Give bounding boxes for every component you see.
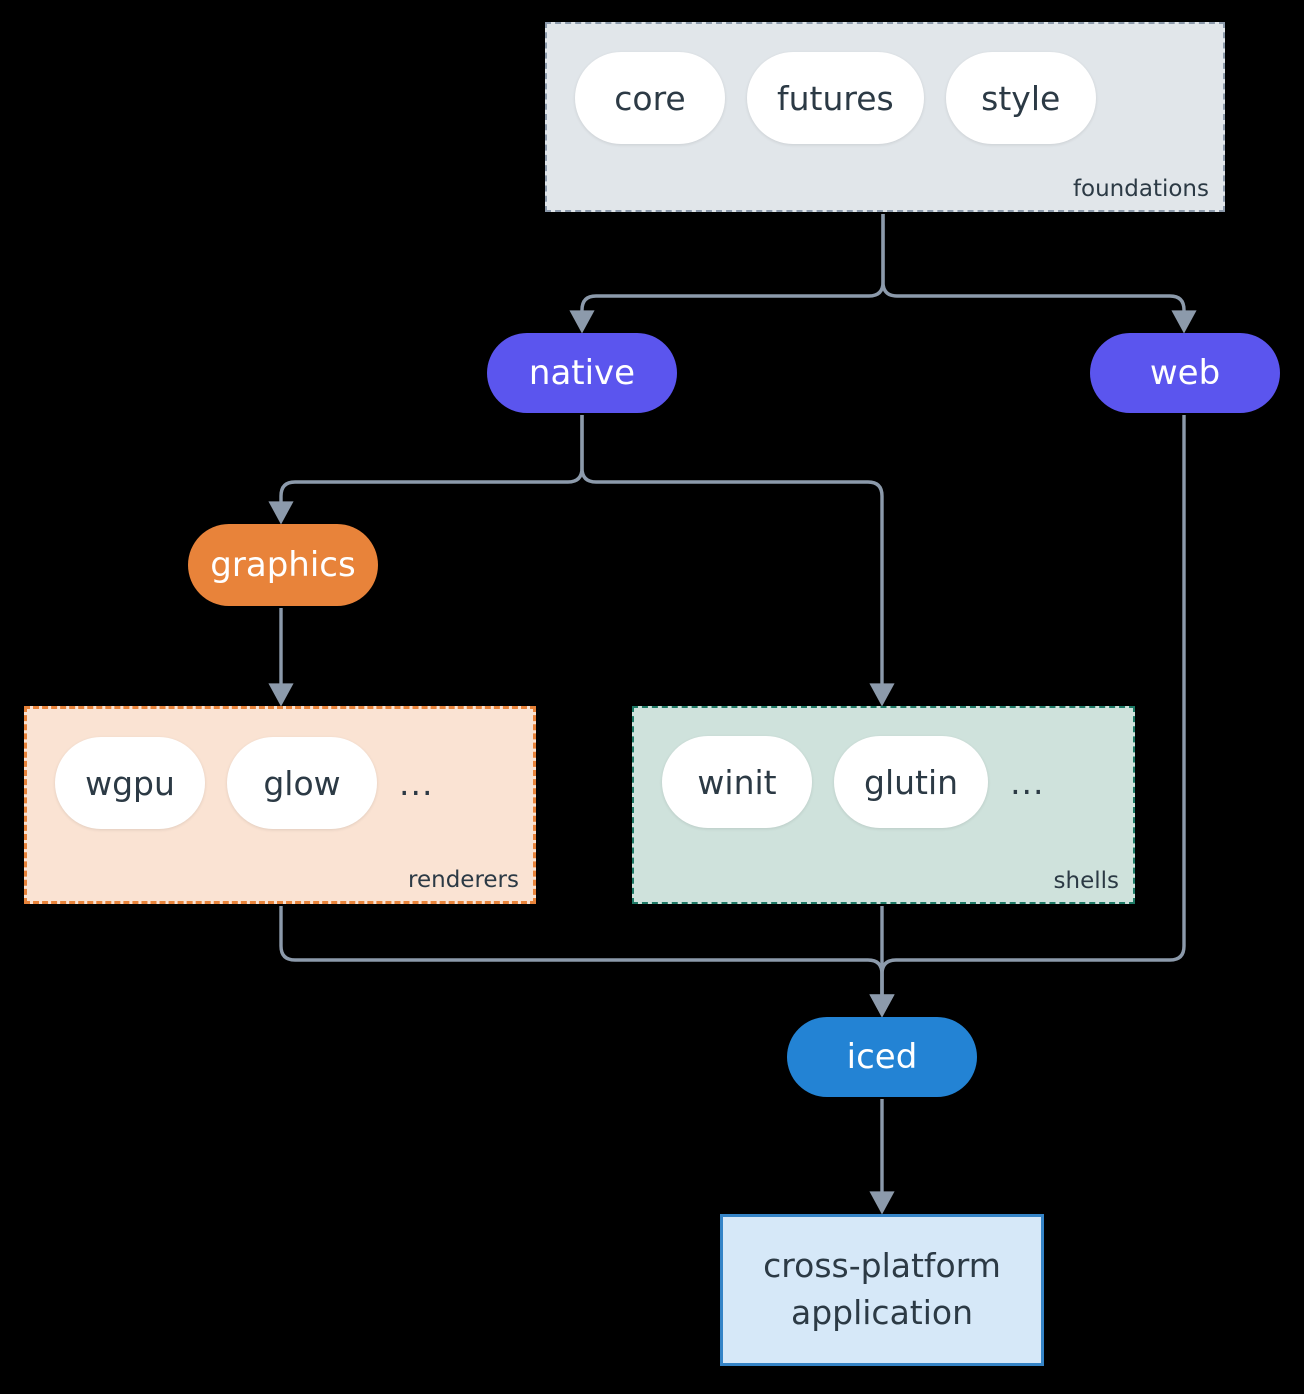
application-line-1: cross-platform [763,1246,1001,1286]
node-glow[interactable]: glow [227,737,377,829]
node-winit[interactable]: winit [662,736,812,828]
edge-renderers-iced [279,906,895,1018]
edge-foundations-native [569,214,885,334]
renderers-ellipsis: ... [399,763,434,803]
group-foundations: core futures style foundations [545,22,1225,212]
group-renderers: wgpu glow ... renderers [24,706,536,904]
node-native[interactable]: native [487,333,677,413]
node-wgpu[interactable]: wgpu [55,737,205,829]
group-label-foundations: foundations [1072,176,1209,202]
edge-native-graphics [268,415,584,525]
group-shells: winit glutin ... shells [632,706,1135,904]
edge-foundations-web [881,214,1197,334]
group-label-renderers: renderers [408,867,519,893]
node-style[interactable]: style [945,52,1096,144]
foundations-member-row: core futures style [547,24,1223,210]
node-iced[interactable]: iced [787,1017,977,1097]
node-glutin[interactable]: glutin [834,736,989,828]
shells-ellipsis: ... [1010,762,1045,802]
shells-member-row: winit glutin ... [634,708,1133,902]
application-line-2: application [790,1293,974,1332]
edge-native-shells [580,415,895,707]
group-label-shells: shells [1053,868,1119,894]
node-web[interactable]: web [1090,333,1280,413]
renderers-member-row: wgpu glow ... [27,709,533,901]
node-core[interactable]: core [575,52,725,144]
node-cross-platform-application[interactable]: cross-platform application [720,1214,1044,1366]
node-futures[interactable]: futures [747,52,924,144]
node-graphics[interactable]: graphics [188,524,378,606]
